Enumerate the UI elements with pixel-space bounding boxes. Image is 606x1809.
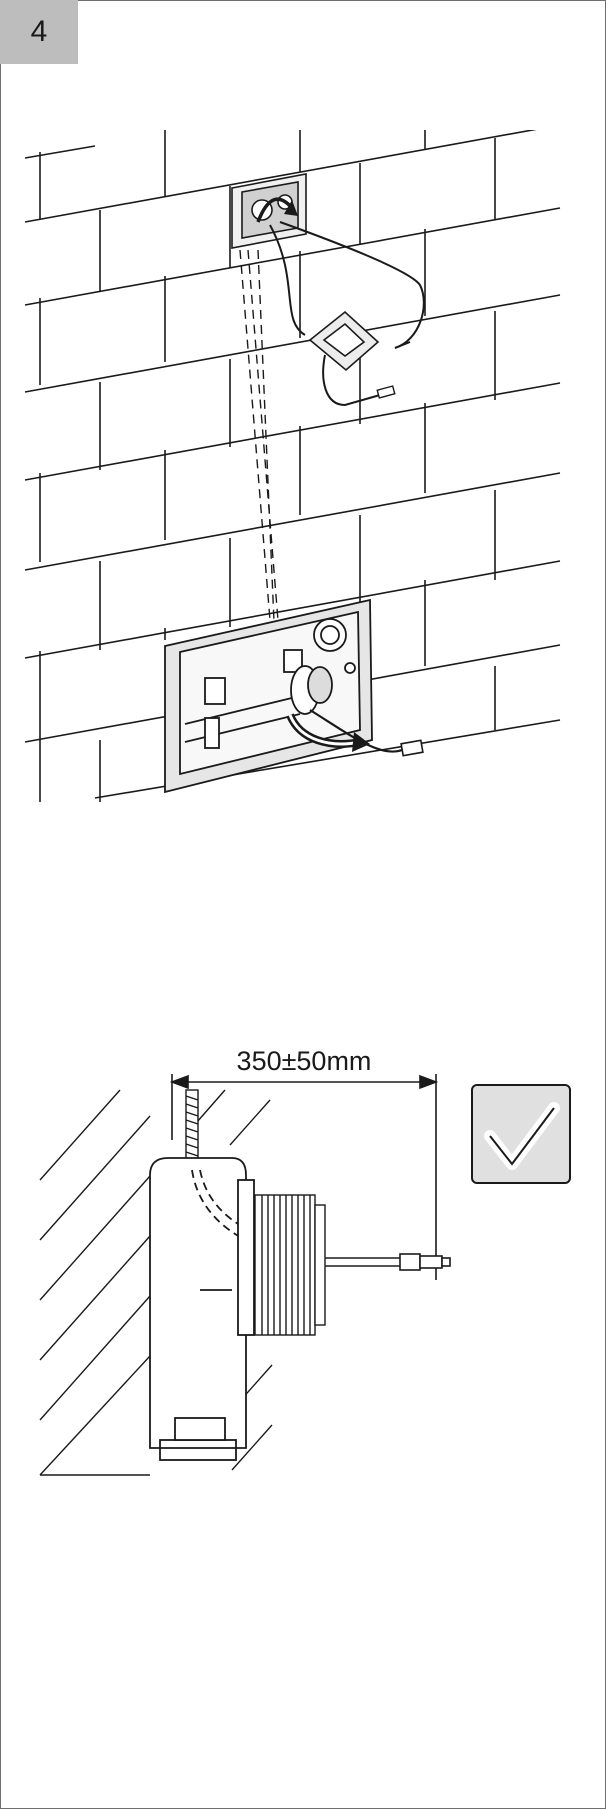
wall-installation-illustration [24,130,561,802]
control-module [308,310,380,372]
cistern-body [149,1157,301,1461]
side-cable [325,1253,451,1271]
side-section-illustration: 350±50mm [39,1046,571,1476]
brick-wall [24,130,561,802]
step-badge: 4 [0,0,78,64]
step-number: 4 [30,15,48,48]
cable-connector-icon [376,385,396,399]
dashed-cable-route [239,249,281,646]
curved-arrow-icon [256,197,294,223]
dimension-line [169,1074,439,1280]
actuator-cylinder [254,1194,326,1336]
threaded-rod [185,1089,199,1166]
dimension-label: 350±50mm [237,1046,372,1076]
plug-connector [400,739,424,757]
flush-plate-recess [164,598,373,794]
check-box [471,1084,571,1184]
cable-bundle [269,221,425,407]
